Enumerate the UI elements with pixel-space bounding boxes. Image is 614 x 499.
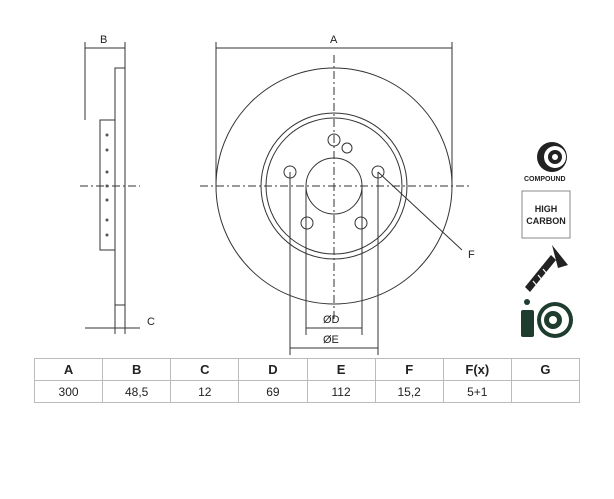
screw-icon: [525, 245, 568, 292]
header-b: B: [102, 358, 172, 381]
front-view: [200, 42, 470, 355]
header-c: C: [170, 358, 240, 381]
header-g: G: [510, 358, 581, 381]
dim-label-d: ØD: [323, 314, 340, 326]
value-g: [510, 380, 581, 403]
value-b: 48,5: [102, 380, 172, 403]
dim-label-a: A: [330, 34, 338, 46]
value-fx: 5+1: [442, 380, 512, 403]
header-fx: F(x): [442, 358, 512, 381]
table-header-row: A B C D E F F(x) G: [33, 358, 581, 381]
svg-text:HIGH: HIGH: [535, 204, 558, 214]
compound-icon: COMPOUND: [524, 142, 567, 183]
value-a: 300: [33, 380, 104, 403]
coated-disc-icon: [521, 299, 573, 338]
dimension-table: A B C D E F F(x) G 300 48,5 12 69 112 15…: [33, 358, 581, 403]
value-e: 112: [306, 380, 376, 403]
high-carbon-badge: HIGH CARBON: [521, 190, 571, 239]
header-e: E: [306, 358, 376, 381]
value-d: 69: [238, 380, 308, 403]
header-f: F: [374, 358, 444, 381]
table-row: 300 48,5 12 69 112 15,2 5+1: [33, 380, 581, 403]
dim-label-e: ØE: [323, 334, 339, 346]
svg-text:COMPOUND: COMPOUND: [524, 176, 566, 183]
header-d: D: [238, 358, 308, 381]
svg-text:CARBON: CARBON: [526, 216, 566, 226]
header-a: A: [33, 358, 104, 381]
side-view: [80, 42, 140, 334]
dim-label-f: F: [468, 249, 475, 261]
dim-label-c: C: [147, 316, 155, 328]
value-f: 15,2: [374, 380, 444, 403]
dim-label-b: B: [100, 34, 107, 46]
value-c: 12: [170, 380, 240, 403]
